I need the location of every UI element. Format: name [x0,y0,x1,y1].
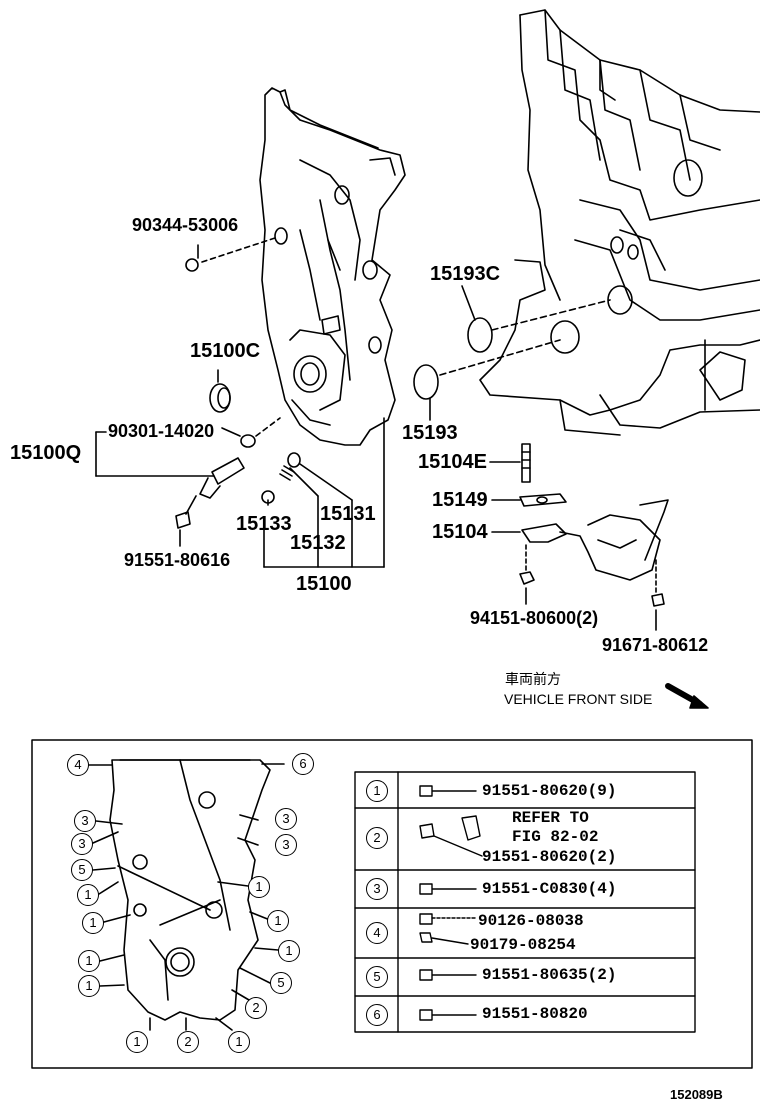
legend-num-5: 5 [366,966,388,988]
legend-part-4a[interactable]: 90126-08038 [478,912,584,930]
callout-1-c: 1 [78,950,100,972]
legend-refer-to: REFER TO [512,809,589,827]
callout-2-b: 2 [245,997,267,1019]
detail-box-frame [31,739,753,1069]
callout-5-a: 5 [71,859,93,881]
legend-fig-ref[interactable]: FIG 82-02 [512,828,599,846]
callout-1-b: 1 [82,912,104,934]
callout-3-a: 3 [74,810,96,832]
detail-cover-outline [109,759,271,1021]
label-15104E[interactable]: 15104E [418,451,487,473]
legend-table [354,771,696,1033]
legend-part-4b[interactable]: 90179-08254 [470,936,576,954]
callout-4: 4 [67,754,89,776]
detail-leaders [88,763,285,1031]
label-15193C[interactable]: 15193C [430,263,501,285]
callout-5-b: 5 [270,972,292,994]
label-94151-80600[interactable]: 94151-80600(2) [470,608,599,628]
callout-1-h: 1 [267,910,289,932]
callout-3-b: 3 [71,833,93,855]
engine-block-outline [479,9,760,436]
callout-1-d: 1 [78,975,100,997]
legend-num-3: 3 [366,878,388,900]
legend-num-1: 1 [366,780,388,802]
legend-num-4: 4 [366,922,388,944]
label-15100[interactable]: 15100 [296,573,352,595]
legend-num-6: 6 [366,1004,388,1026]
legend-num-2: 2 [366,827,388,849]
callout-1-e: 1 [126,1031,148,1053]
label-15133[interactable]: 15133 [236,513,292,535]
callout-1-g: 1 [248,876,270,898]
callout-6: 6 [292,753,314,775]
diagram-id: 152089B [670,1087,723,1102]
label-15131[interactable]: 15131 [320,503,376,525]
legend-part-6[interactable]: 91551-80820 [482,1005,588,1023]
legend-part-5[interactable]: 91551-80635(2) [482,966,617,984]
small-parts [175,258,709,709]
callout-1-f: 1 [228,1031,250,1053]
callout-1-a: 1 [77,884,99,906]
label-15132[interactable]: 15132 [290,532,346,554]
legend-part-3[interactable]: 91551-C0830(4) [482,880,617,898]
label-15100Q[interactable]: 15100Q [10,442,82,464]
label-15149[interactable]: 15149 [432,489,488,511]
leader-lines [95,237,657,631]
label-91671-80612[interactable]: 91671-80612 [602,635,709,655]
label-15100C[interactable]: 15100C [190,340,261,362]
legend-part-2[interactable]: 91551-80620(2) [482,848,617,866]
label-90301-14020[interactable]: 90301-14020 [108,421,215,441]
callout-2-a: 2 [177,1031,199,1053]
label-15104[interactable]: 15104 [432,521,488,543]
label-90344-53006[interactable]: 90344-53006 [132,215,239,235]
label-91551-80616[interactable]: 91551-80616 [124,550,231,570]
callout-3-c: 3 [275,808,297,830]
callout-3-d: 3 [275,834,297,856]
legend-part-1[interactable]: 91551-80620(9) [482,782,617,800]
callout-1-i: 1 [278,940,300,962]
timing-cover-outline [259,87,406,446]
label-15193[interactable]: 15193 [402,422,458,444]
direction-english: VEHICLE FRONT SIDE [504,691,653,707]
direction-japanese: 車両前方 [505,671,561,687]
